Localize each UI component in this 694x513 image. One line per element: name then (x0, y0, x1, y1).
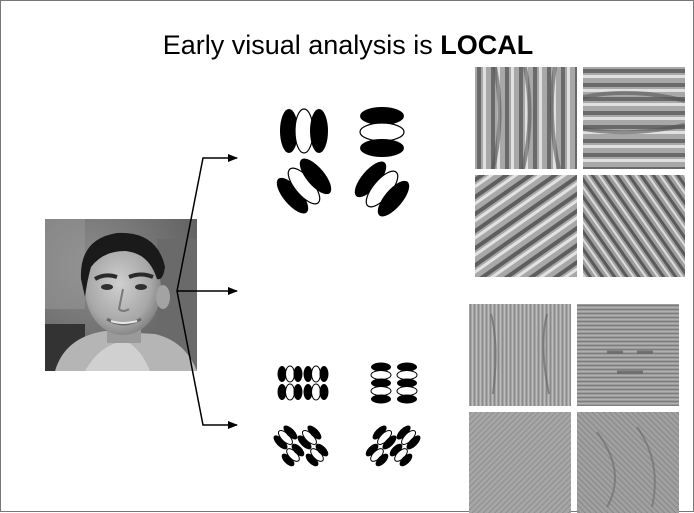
filter-response-horizontal (583, 67, 685, 169)
fine-filter-diagonal-right (365, 425, 421, 467)
filter-response-fine-horizontal (577, 304, 679, 406)
fine-filter-diagonal-left (273, 425, 329, 467)
branch-arrows (176, 154, 238, 429)
filter-response-fine-vertical (469, 304, 571, 406)
filter-response-fine-diagonal-right (577, 412, 679, 513)
filter-response-fine-diagonal-left (469, 412, 571, 513)
coarse-filter-vertical (280, 108, 328, 154)
fine-filter-vertical (277, 365, 329, 401)
title-prefix: Early visual analysis is (162, 30, 441, 60)
filter-response-diagonal-right (583, 175, 685, 277)
title-emphasis: LOCAL (440, 30, 534, 60)
coarse-filter-diagonal-right (354, 161, 410, 217)
slide-title: Early visual analysis is LOCAL (1, 29, 694, 61)
fine-filter-horizontal (370, 362, 418, 404)
filter-response-diagonal-left (475, 175, 577, 277)
filter-response-vertical (475, 67, 577, 169)
arrow-to-coarse-filters (176, 154, 238, 292)
arrow-to-fine-filters (176, 290, 238, 429)
coarse-filter-horizontal (359, 107, 405, 157)
coarse-filter-diagonal-left (276, 158, 332, 214)
portrait-photo (45, 219, 197, 371)
